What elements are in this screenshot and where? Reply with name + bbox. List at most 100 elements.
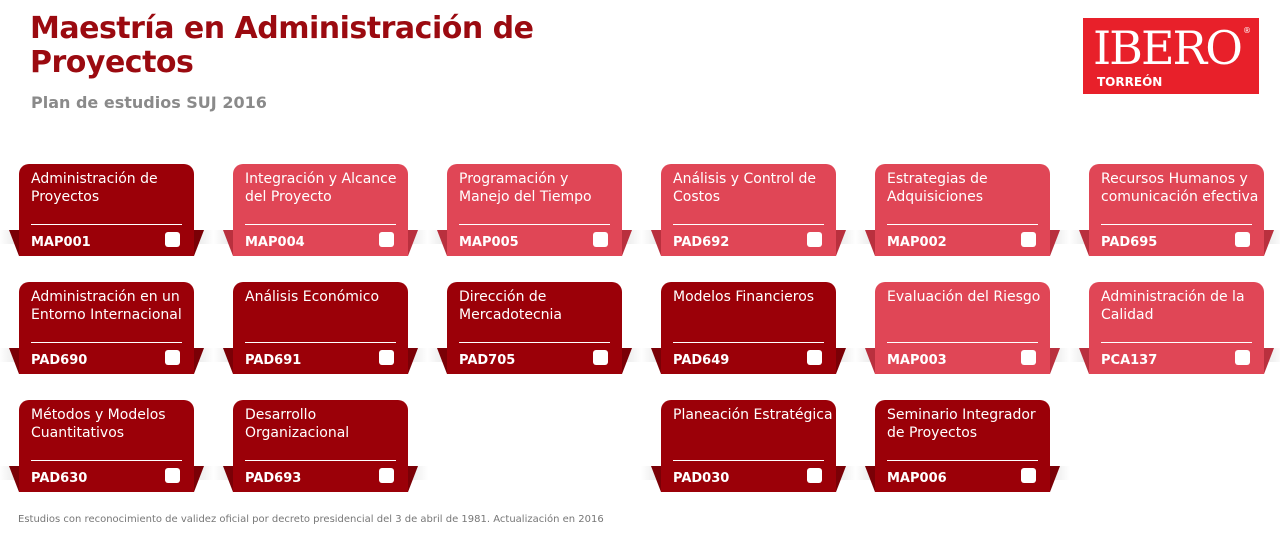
course-card[interactable]: Administración de Proyectos MAP001 xyxy=(0,164,214,256)
ribbon-fold-left xyxy=(865,230,875,256)
course-card[interactable]: Dirección de Mercadotecnia PAD705 xyxy=(427,282,642,374)
ribbon-fold-right xyxy=(408,230,418,256)
ribbon-fold-right xyxy=(1264,230,1274,256)
course-code: PAD691 xyxy=(245,353,302,368)
ribbon-fold-left xyxy=(223,466,233,492)
course-code: MAP005 xyxy=(459,235,519,250)
course-card[interactable]: Seminario Integrador de Proyectos MAP006 xyxy=(855,400,1070,492)
ribbon-fold-left xyxy=(1079,348,1089,374)
card-body xyxy=(233,164,408,256)
course-checkbox[interactable] xyxy=(1235,232,1250,247)
course-card[interactable]: Programación y Manejo del Tiempo MAP005 xyxy=(427,164,642,256)
course-code: PAD630 xyxy=(31,471,88,486)
card-body xyxy=(875,164,1050,256)
course-name: Integración y Alcance del Proyecto xyxy=(245,171,397,205)
divider xyxy=(245,460,396,461)
course-checkbox[interactable] xyxy=(165,468,180,483)
divider xyxy=(1101,224,1252,225)
course-checkbox[interactable] xyxy=(1235,350,1250,365)
course-card[interactable]: Recursos Humanos y comunicación efectiva… xyxy=(1069,164,1280,256)
ribbon-fold-left xyxy=(865,466,875,492)
course-checkbox[interactable] xyxy=(379,232,394,247)
card-body xyxy=(233,400,408,492)
course-checkbox[interactable] xyxy=(165,232,180,247)
course-name: Modelos Financieros xyxy=(673,289,815,305)
ribbon-fold-left xyxy=(1079,230,1089,256)
course-code: PAD693 xyxy=(245,471,302,486)
ribbon-fold-right xyxy=(194,230,204,256)
ribbon-fold-right xyxy=(194,348,204,374)
course-checkbox[interactable] xyxy=(593,232,608,247)
course-card[interactable]: Administración de la Calidad PCA137 xyxy=(1069,282,1280,374)
course-checkbox[interactable] xyxy=(1021,350,1036,365)
divider xyxy=(245,342,396,343)
divider xyxy=(673,224,824,225)
divider xyxy=(887,342,1038,343)
card-body xyxy=(875,400,1050,492)
divider xyxy=(673,460,824,461)
course-code: MAP003 xyxy=(887,353,947,368)
course-checkbox[interactable] xyxy=(807,232,822,247)
course-code: PAD695 xyxy=(1101,235,1158,250)
course-card[interactable]: Métodos y Modelos Cuantitativos PAD630 xyxy=(0,400,214,492)
course-checkbox[interactable] xyxy=(379,468,394,483)
ribbon-fold-left xyxy=(651,466,661,492)
ribbon-fold-left xyxy=(865,348,875,374)
course-name: Planeación Estratégica xyxy=(673,407,833,423)
course-name: Estrategias de Adquisiciones xyxy=(887,171,988,205)
course-checkbox[interactable] xyxy=(1021,232,1036,247)
course-card[interactable]: Evaluación del Riesgo MAP003 xyxy=(855,282,1070,374)
course-name: Análisis y Control de Costos xyxy=(673,171,817,205)
course-code: MAP006 xyxy=(887,471,947,486)
ribbon-fold-left xyxy=(651,230,661,256)
course-name: Desarrollo Organizacional xyxy=(245,407,350,441)
course-checkbox[interactable] xyxy=(1021,468,1036,483)
course-name: Evaluación del Riesgo xyxy=(887,289,1041,305)
ribbon-fold-right xyxy=(408,348,418,374)
divider xyxy=(459,224,610,225)
divider xyxy=(1101,342,1252,343)
course-card[interactable]: Planeación Estratégica PAD030 xyxy=(641,400,856,492)
course-name: Dirección de Mercadotecnia xyxy=(459,289,563,323)
divider xyxy=(31,342,182,343)
divider xyxy=(31,460,182,461)
course-name: Recursos Humanos y comunicación efectiva xyxy=(1101,171,1259,205)
course-card[interactable]: Modelos Financieros PAD649 xyxy=(641,282,856,374)
course-checkbox[interactable] xyxy=(379,350,394,365)
logo-text: IBERO xyxy=(1093,21,1243,75)
ribbon-fold-right xyxy=(1050,348,1060,374)
ibero-logo: IBERO ® TORREÓN xyxy=(1083,18,1259,94)
page-title: Maestría en Administración de Proyectos xyxy=(30,11,534,80)
card-body xyxy=(875,282,1050,374)
ribbon-fold-right xyxy=(408,466,418,492)
card-body xyxy=(661,282,836,374)
course-code: PAD030 xyxy=(673,471,730,486)
course-card[interactable]: Análisis y Control de Costos PAD692 xyxy=(641,164,856,256)
divider xyxy=(673,342,824,343)
course-name: Seminario Integrador de Proyectos xyxy=(887,407,1036,441)
ribbon-fold-left xyxy=(651,348,661,374)
ribbon-fold-left xyxy=(437,348,447,374)
ribbon-fold-right xyxy=(836,348,846,374)
course-code: MAP004 xyxy=(245,235,305,250)
course-card[interactable]: Desarrollo Organizacional PAD693 xyxy=(213,400,428,492)
divider xyxy=(887,224,1038,225)
course-checkbox[interactable] xyxy=(807,468,822,483)
course-card[interactable]: Administración en un Entorno Internacion… xyxy=(0,282,214,374)
ribbon-fold-left xyxy=(223,230,233,256)
ribbon-fold-left xyxy=(437,230,447,256)
ribbon-fold-left xyxy=(9,466,19,492)
card-body xyxy=(661,400,836,492)
divider xyxy=(887,460,1038,461)
divider xyxy=(459,342,610,343)
ribbon-fold-right xyxy=(622,348,632,374)
course-checkbox[interactable] xyxy=(165,350,180,365)
course-card[interactable]: Integración y Alcance del Proyecto MAP00… xyxy=(213,164,428,256)
course-checkbox[interactable] xyxy=(593,350,608,365)
course-card[interactable]: Estrategias de Adquisiciones MAP002 xyxy=(855,164,1070,256)
course-code: MAP001 xyxy=(31,235,91,250)
course-name: Métodos y Modelos Cuantitativos xyxy=(31,407,166,441)
course-card[interactable]: Análisis Económico PAD691 xyxy=(213,282,428,374)
course-checkbox[interactable] xyxy=(807,350,822,365)
card-body xyxy=(1089,164,1264,256)
